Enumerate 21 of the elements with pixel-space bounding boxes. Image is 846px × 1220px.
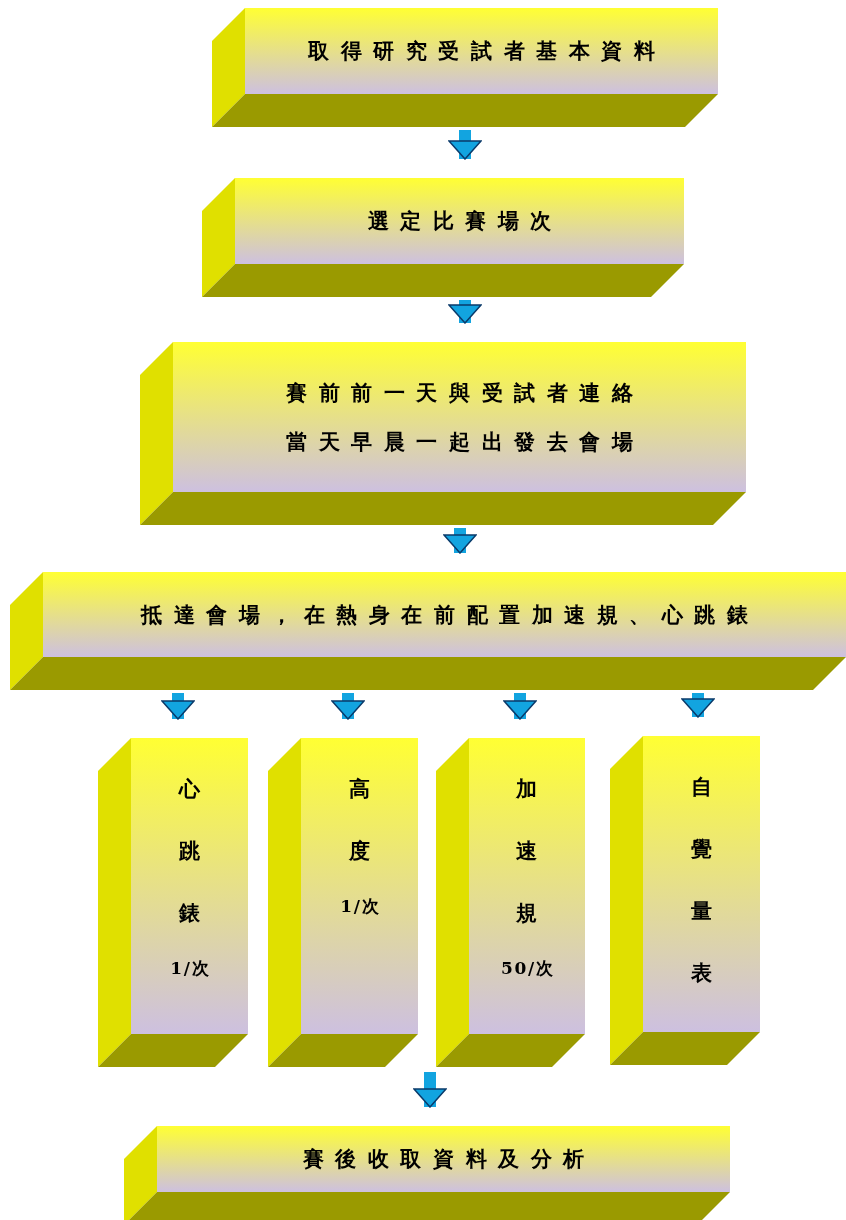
arrow — [443, 528, 477, 554]
box-label: 當天早晨一起出發去會場 — [285, 429, 645, 455]
box-label: 賽後收取資料及分析 — [301, 1146, 596, 1172]
box-label: 1/次 — [169, 958, 211, 979]
box-label: 50/次 — [500, 958, 555, 979]
box-label: 加速規 — [515, 775, 538, 927]
arrow — [413, 1072, 447, 1108]
arrow — [331, 693, 365, 720]
box-label: 抵達會場，在熱身在前配置加速規、心跳錶 — [139, 601, 760, 628]
arrow — [161, 693, 195, 720]
arrow — [681, 693, 715, 718]
box-label: 賽前前一天與受試者連絡 — [285, 379, 645, 405]
box-label: 心跳錶 — [178, 775, 201, 927]
box-label: 自覺量表 — [690, 773, 713, 987]
arrow — [448, 300, 482, 324]
box-label: 1/次 — [339, 896, 381, 917]
box-label: 選定比賽場次 — [366, 208, 563, 234]
arrow — [503, 693, 537, 720]
box-label: 取得研究受試者基本資料 — [307, 38, 667, 64]
box-label: 高度 — [348, 775, 371, 865]
arrow — [448, 130, 482, 160]
